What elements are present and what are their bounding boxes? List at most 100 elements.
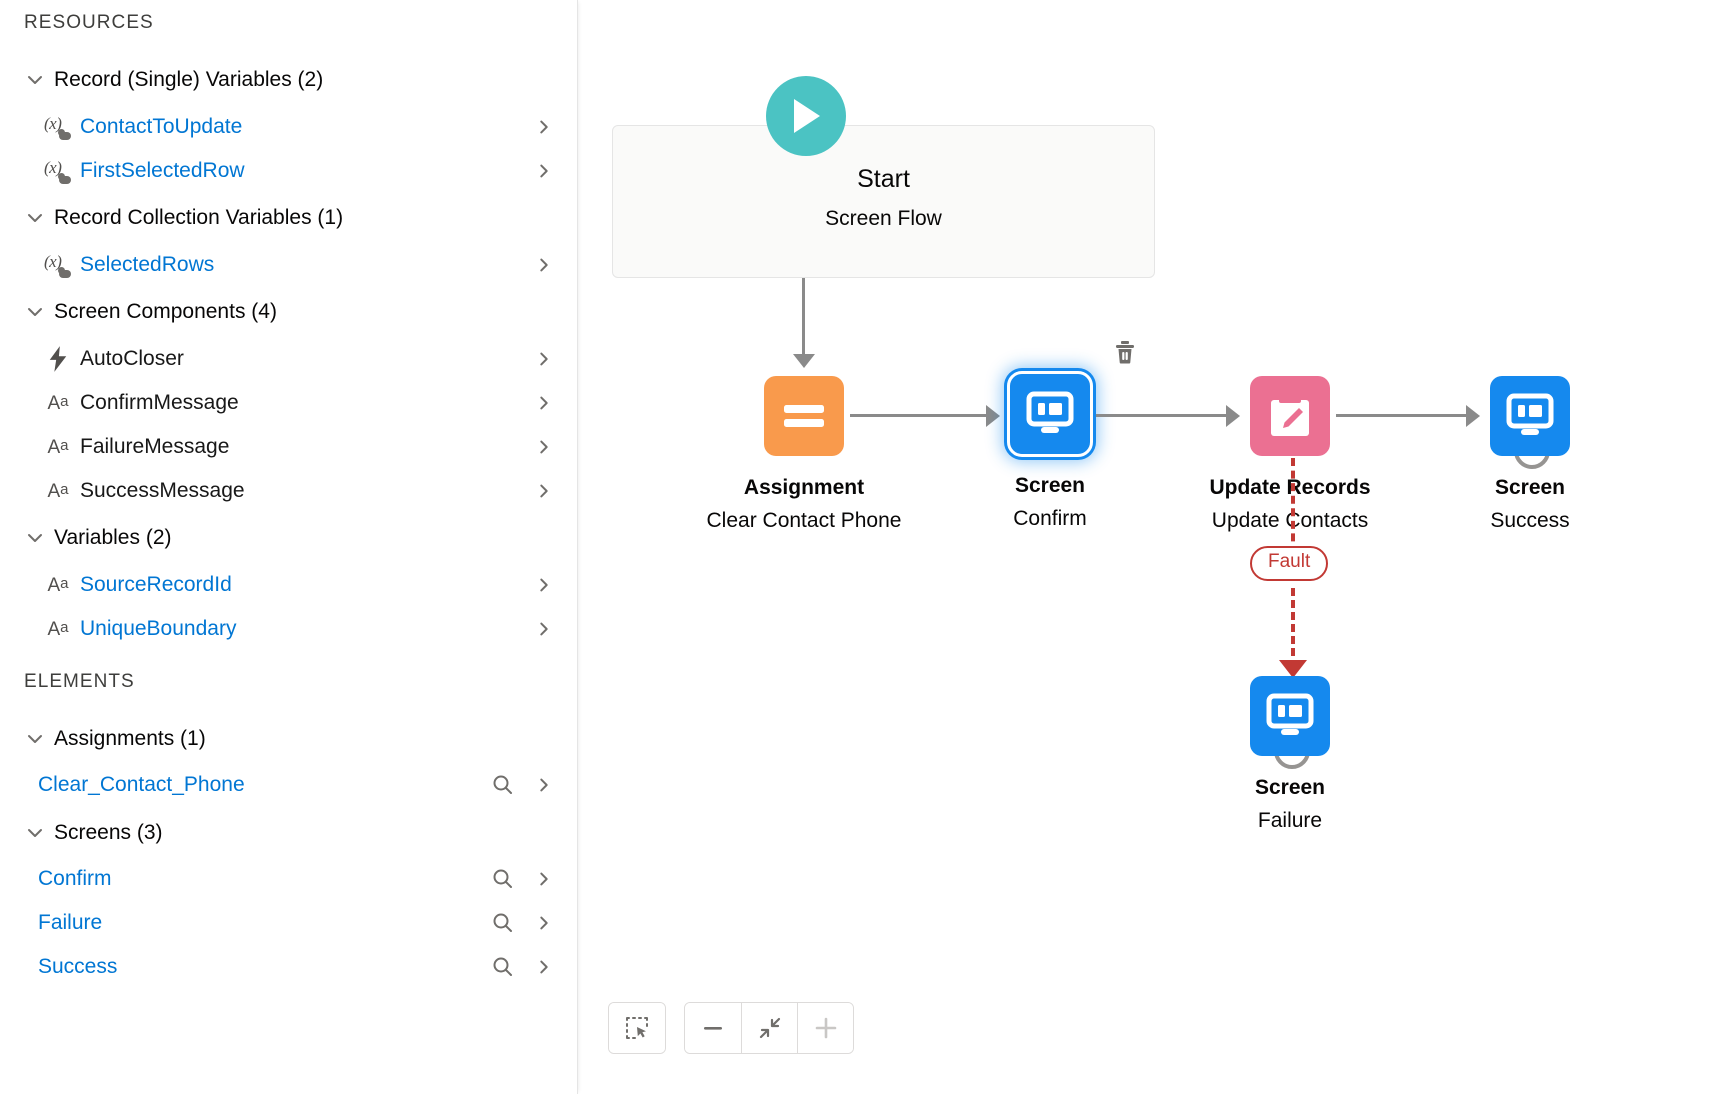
lightning-icon bbox=[38, 346, 78, 372]
chevron-right-icon[interactable] bbox=[526, 150, 577, 192]
start-node-subtitle: Screen Flow bbox=[825, 207, 942, 230]
chevron-right-icon[interactable] bbox=[526, 902, 577, 944]
group-label: Variables (2) bbox=[54, 526, 172, 549]
text-icon: Aa bbox=[47, 618, 69, 640]
chevron-down-icon bbox=[22, 299, 48, 325]
chevron-right-icon[interactable] bbox=[526, 858, 577, 900]
chevron-right-icon[interactable] bbox=[526, 608, 577, 650]
group-screens[interactable]: Screens (3) bbox=[0, 811, 577, 855]
flow-canvas[interactable]: Start Screen Flow Assignment Clear Conta… bbox=[578, 0, 1728, 1094]
group-variables[interactable]: Variables (2) bbox=[0, 516, 577, 560]
node-subtitle: Clear Contact Phone bbox=[706, 509, 902, 532]
connector-arrow bbox=[1466, 405, 1480, 427]
resource-item-label: UniqueBoundary bbox=[80, 617, 237, 640]
resource-item-failuremessage[interactable]: Aa FailureMessage bbox=[0, 426, 577, 468]
node-screen-failure[interactable]: Screen Failure bbox=[1250, 676, 1330, 832]
chevron-right-icon[interactable] bbox=[526, 338, 577, 380]
screen-icon bbox=[1490, 376, 1570, 456]
row-actions bbox=[526, 426, 577, 468]
resource-item-label: SuccessMessage bbox=[80, 479, 245, 502]
node-update-records[interactable]: Update Records Update Contacts bbox=[1209, 376, 1371, 532]
resource-item-autocloser[interactable]: AutoCloser bbox=[0, 338, 577, 380]
node-screen-confirm[interactable]: Screen Confirm bbox=[1007, 341, 1134, 530]
marquee-select-icon[interactable] bbox=[609, 1003, 665, 1053]
chevron-right-icon[interactable] bbox=[526, 470, 577, 512]
connector-update-to-success bbox=[1336, 414, 1466, 417]
resources-heading: RESOURCES bbox=[24, 12, 154, 33]
node-subtitle: Success bbox=[1490, 509, 1570, 532]
node-screen-success[interactable]: Screen Success bbox=[1490, 376, 1570, 532]
chevron-right-icon[interactable] bbox=[526, 946, 577, 988]
resource-item-successmessage[interactable]: Aa SuccessMessage bbox=[0, 470, 577, 512]
row-actions bbox=[526, 106, 577, 148]
search-icon[interactable] bbox=[480, 946, 526, 988]
chevron-down-icon bbox=[22, 820, 48, 846]
resource-item-label: FirstSelectedRow bbox=[80, 159, 245, 182]
row-actions bbox=[480, 764, 577, 806]
variable-icon: (x) bbox=[38, 252, 78, 278]
fault-arrow bbox=[1279, 660, 1307, 678]
fit-to-view-icon[interactable] bbox=[741, 1003, 797, 1053]
resource-item-label: SelectedRows bbox=[80, 253, 215, 276]
screen-icon bbox=[1007, 371, 1093, 457]
variable-icon: (x) bbox=[38, 158, 78, 184]
group-record-collection-variables[interactable]: Record Collection Variables (1) bbox=[0, 196, 577, 240]
node-assignment[interactable]: Assignment Clear Contact Phone bbox=[707, 376, 901, 532]
resource-item-confirmmessage[interactable]: Aa ConfirmMessage bbox=[0, 382, 577, 424]
node-subtitle: Failure bbox=[1257, 809, 1323, 832]
chevron-right-icon[interactable] bbox=[526, 426, 577, 468]
chevron-down-icon bbox=[22, 205, 48, 231]
canvas-zoom-toolbar bbox=[608, 1002, 854, 1054]
fault-connector-lower bbox=[1291, 588, 1295, 668]
element-item-failure[interactable]: Failure bbox=[0, 902, 577, 944]
group-assignments[interactable]: Assignments (1) bbox=[0, 717, 577, 761]
row-actions bbox=[480, 946, 577, 988]
node-title: Screen bbox=[1014, 474, 1086, 497]
connector-arrow bbox=[986, 405, 1000, 427]
assignment-icon bbox=[764, 376, 844, 456]
search-icon[interactable] bbox=[480, 764, 526, 806]
resource-item-selectedrows[interactable]: (x) SelectedRows bbox=[0, 244, 577, 286]
resource-item-sourcerecordid[interactable]: Aa SourceRecordId bbox=[0, 564, 577, 606]
node-subtitle: Update Contacts bbox=[1211, 509, 1369, 532]
resource-item-label: ContactToUpdate bbox=[80, 115, 243, 138]
left-sidebar: RESOURCES Record (Single) Variables (2) … bbox=[0, 0, 578, 1094]
resource-item-label: SourceRecordId bbox=[80, 573, 232, 596]
minus-icon[interactable] bbox=[685, 1003, 741, 1053]
row-actions bbox=[526, 150, 577, 192]
zoom-controls-group bbox=[684, 1002, 854, 1054]
text-icon: Aa bbox=[47, 392, 69, 414]
group-record-single-variables[interactable]: Record (Single) Variables (2) bbox=[0, 58, 577, 102]
elements-heading: ELEMENTS bbox=[24, 671, 135, 692]
start-node[interactable] bbox=[612, 125, 1155, 278]
node-title: Update Records bbox=[1209, 476, 1371, 499]
resource-item-uniqueboundary[interactable]: Aa UniqueBoundary bbox=[0, 608, 577, 650]
text-icon: Aa bbox=[47, 436, 69, 458]
fault-label[interactable]: Fault bbox=[1250, 546, 1329, 581]
chevron-right-icon[interactable] bbox=[526, 564, 577, 606]
plus-icon[interactable] bbox=[797, 1003, 853, 1053]
row-actions bbox=[526, 338, 577, 380]
play-icon bbox=[766, 76, 846, 156]
element-item-success[interactable]: Success bbox=[0, 946, 577, 988]
element-item-clear-contact-phone[interactable]: Clear_Contact_Phone bbox=[0, 764, 577, 806]
chevron-right-icon[interactable] bbox=[526, 382, 577, 424]
chevron-right-icon[interactable] bbox=[526, 764, 577, 806]
element-item-label: Clear_Contact_Phone bbox=[38, 773, 245, 796]
search-icon[interactable] bbox=[480, 902, 526, 944]
row-actions bbox=[526, 244, 577, 286]
group-screen-components[interactable]: Screen Components (4) bbox=[0, 290, 577, 334]
element-item-confirm[interactable]: Confirm bbox=[0, 858, 577, 900]
resource-item-contacttoupdate[interactable]: (x) ContactToUpdate bbox=[0, 106, 577, 148]
variable-icon: (x) bbox=[38, 114, 78, 140]
fault-connector-upper bbox=[1291, 458, 1295, 554]
delete-icon[interactable] bbox=[1110, 336, 1140, 368]
resource-item-firstselectedrow[interactable]: (x) FirstSelectedRow bbox=[0, 150, 577, 192]
connector-assignment-to-screen bbox=[850, 414, 986, 417]
group-label: Screen Components (4) bbox=[54, 300, 277, 323]
start-node-title: Start bbox=[857, 165, 910, 193]
chevron-right-icon[interactable] bbox=[526, 244, 577, 286]
search-icon[interactable] bbox=[480, 858, 526, 900]
row-actions bbox=[480, 858, 577, 900]
chevron-right-icon[interactable] bbox=[526, 106, 577, 148]
